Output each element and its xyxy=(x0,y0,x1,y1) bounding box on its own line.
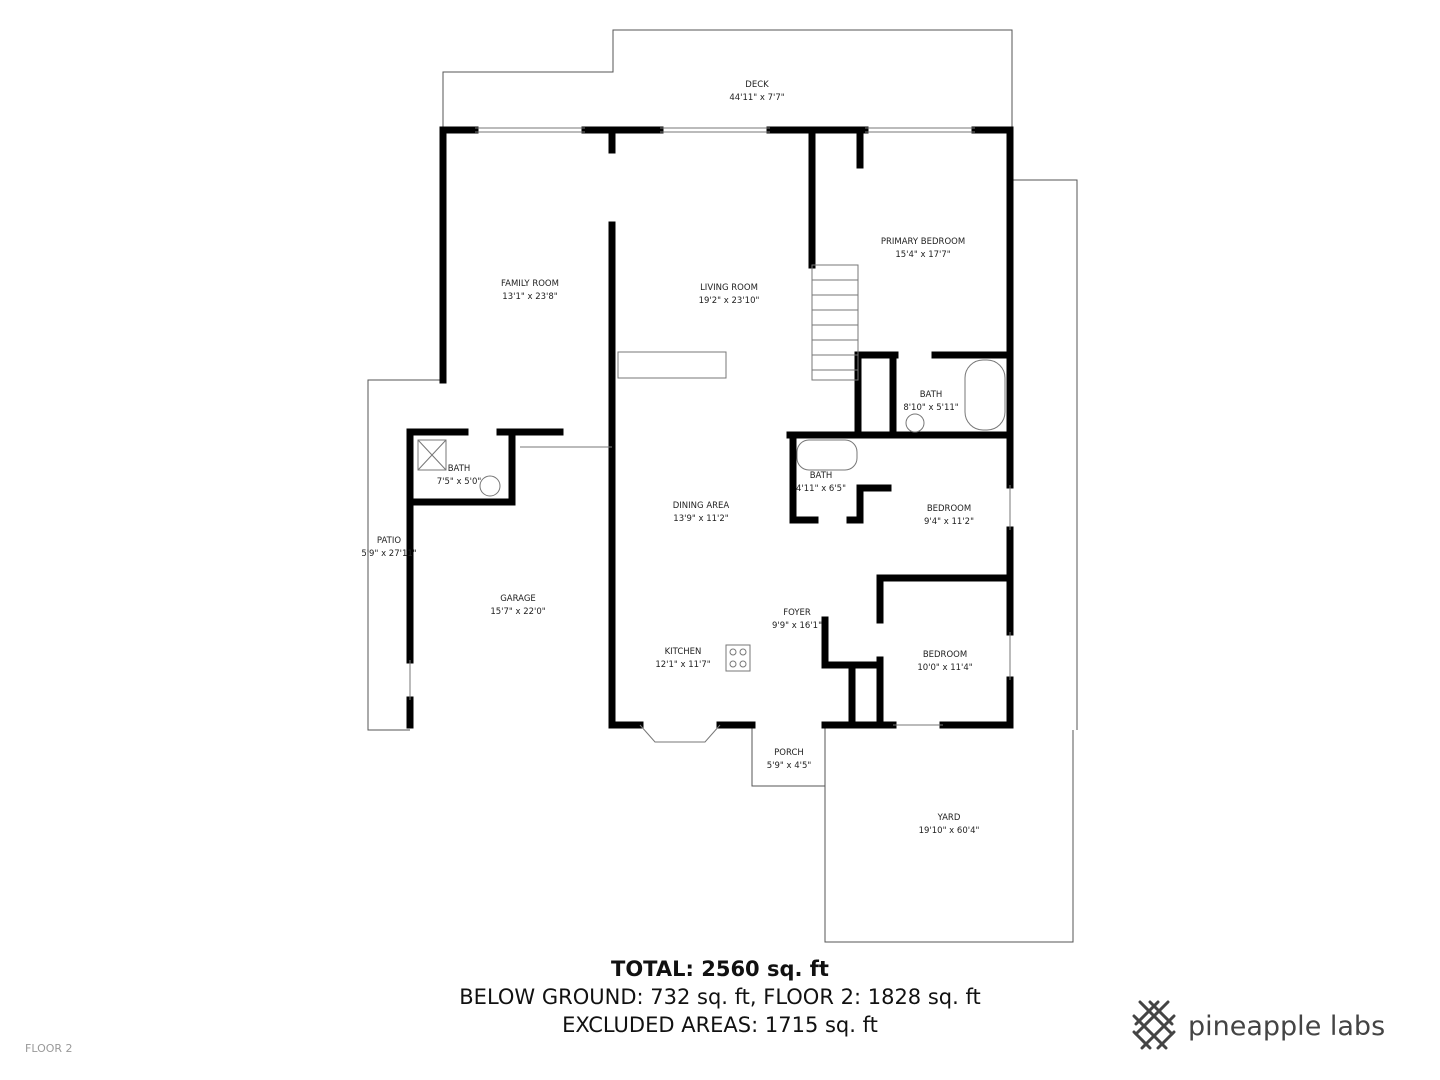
room-name: PATIO xyxy=(376,536,402,546)
room-family-room: FAMILY ROOM 13'1" x 23'8" xyxy=(501,278,559,304)
pineapple-lattice-logo-icon xyxy=(1132,1000,1176,1050)
room-size: 19'10" x 60'4" xyxy=(918,826,980,836)
room-name: DECK xyxy=(745,80,769,90)
room-name: YARD xyxy=(937,813,961,823)
room-name: PRIMARY BEDROOM xyxy=(880,237,966,247)
room-size: 4'11" x 6'5" xyxy=(796,484,846,494)
room-deck: DECK 44'11" x 7'7" xyxy=(729,79,784,105)
room-name: GARAGE xyxy=(500,594,536,604)
area-totals: TOTAL: 2560 sq. ft BELOW GROUND: 732 sq.… xyxy=(459,955,980,1039)
fireplace xyxy=(617,351,727,379)
room-primary-bedroom: PRIMARY BEDROOM 15'4" x 17'7" xyxy=(881,236,965,262)
room-name: BEDROOM xyxy=(922,650,968,660)
excluded-area: EXCLUDED AREAS: 1715 sq. ft xyxy=(562,1013,878,1037)
exterior-areas xyxy=(367,29,1078,943)
room-yard: YARD 19'10" x 60'4" xyxy=(919,812,980,838)
room-name: DINING AREA xyxy=(672,501,730,511)
room-size: 8'10" x 5'11" xyxy=(903,403,959,413)
room-size: 15'7" x 22'0" xyxy=(490,607,546,617)
room-patio: PATIO 5'9" x 27'11" xyxy=(361,535,416,561)
room-bedroom-2: BEDROOM 10'0" x 11'4" xyxy=(917,649,972,675)
room-bath-garage: BATH 7'5" x 5'0" xyxy=(437,463,482,489)
room-size: 7'5" x 5'0" xyxy=(436,477,482,487)
total-area: TOTAL: 2560 sq. ft xyxy=(611,957,829,981)
room-size: 9'9" x 16'1" xyxy=(772,621,822,631)
room-name: PORCH xyxy=(774,748,804,758)
room-name: LIVING ROOM xyxy=(700,283,758,293)
room-size: 44'11" x 7'7" xyxy=(729,93,785,103)
patio-outline xyxy=(367,379,443,731)
room-bath-primary: BATH 8'10" x 5'11" xyxy=(903,389,958,415)
room-name: BATH xyxy=(447,464,471,474)
room-name: BATH xyxy=(919,390,943,400)
windows-and-fixtures xyxy=(409,127,1011,743)
bay-window xyxy=(639,724,721,743)
room-name: FAMILY ROOM xyxy=(501,279,559,289)
walls xyxy=(406,126,1014,729)
room-size: 5'9" x 4'5" xyxy=(766,761,812,771)
room-bedroom-1: BEDROOM 9'4" x 11'2" xyxy=(924,503,974,529)
room-garage: GARAGE 15'7" x 22'0" xyxy=(490,593,545,619)
room-name: BEDROOM xyxy=(926,504,972,514)
staircase xyxy=(811,264,859,381)
room-size: 13'1" x 23'8" xyxy=(502,292,558,302)
room-foyer: FOYER 9'9" x 16'1" xyxy=(772,607,822,633)
room-name: BATH xyxy=(809,471,833,481)
room-size: 19'2" x 23'10" xyxy=(698,296,760,306)
room-living-room: LIVING ROOM 19'2" x 23'10" xyxy=(699,282,760,308)
room-kitchen: KITCHEN 12'1" x 11'7" xyxy=(655,646,710,672)
stove xyxy=(725,644,751,672)
brand-name: pineapple labs xyxy=(1188,1010,1386,1042)
room-size: 10'0" x 11'4" xyxy=(917,663,973,673)
room-size: 12'1" x 11'7" xyxy=(655,660,711,670)
room-size: 15'4" x 17'7" xyxy=(895,250,951,260)
area-breakdown: BELOW GROUND: 732 sq. ft, FLOOR 2: 1828 … xyxy=(459,985,981,1009)
side-strip-outline xyxy=(1012,179,1078,730)
yard-outline xyxy=(824,725,1074,943)
deck-outline xyxy=(442,29,1013,130)
floor-label: FLOOR 2 xyxy=(25,1042,73,1055)
room-size: 13'9" x 11'2" xyxy=(673,514,729,524)
room-bath-hall: BATH 4'11" x 6'5" xyxy=(796,470,846,496)
room-size: 9'4" x 11'2" xyxy=(924,517,974,527)
room-name: FOYER xyxy=(783,608,811,618)
room-size: 5'9" x 27'11" xyxy=(361,549,417,559)
porch-outline xyxy=(751,725,825,787)
room-name: KITCHEN xyxy=(664,647,702,657)
room-dining-area: DINING AREA 13'9" x 11'2" xyxy=(673,500,729,526)
room-porch: PORCH 5'9" x 4'5" xyxy=(767,747,812,773)
brand-logo: pineapple labs xyxy=(1132,998,1385,1054)
